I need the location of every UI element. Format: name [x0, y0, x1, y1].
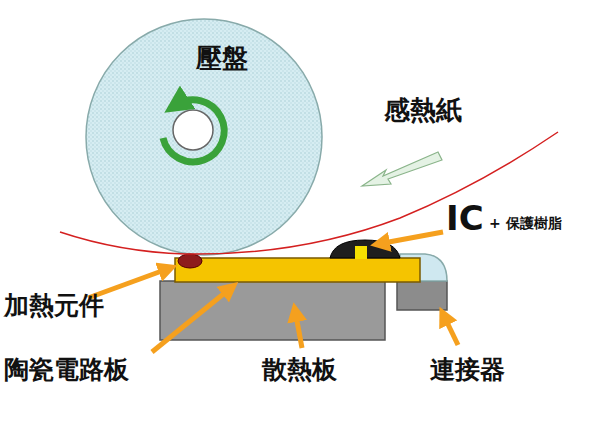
part-label-note: + 保護樹脂	[489, 216, 562, 231]
leader-arrow	[295, 310, 302, 348]
platen-node: 壓盤	[196, 44, 276, 73]
node-text: 壓盤	[196, 44, 276, 73]
heat-sink	[160, 281, 385, 340]
ic-chip	[355, 246, 367, 259]
ceramic-board	[175, 258, 420, 282]
part-label: 陶瓷電路板	[4, 356, 129, 384]
leader-arrow	[378, 232, 443, 244]
part-label: 感熱紙	[384, 96, 462, 125]
platen-roller	[86, 19, 322, 255]
heating-element	[178, 254, 202, 268]
connector-body	[397, 281, 447, 310]
part-label: 連接器	[430, 356, 505, 384]
thermal-paper	[60, 132, 558, 254]
part-label: IC	[446, 200, 484, 237]
leader-arrow	[443, 314, 458, 345]
part-label: 散熱板	[262, 356, 337, 384]
platen-shaft-hole	[173, 110, 213, 150]
rotation-arrow	[163, 100, 224, 162]
paper-direction-arrow	[362, 152, 442, 186]
leader-arrow	[152, 287, 232, 352]
part-label: 加熱元件	[4, 292, 104, 320]
